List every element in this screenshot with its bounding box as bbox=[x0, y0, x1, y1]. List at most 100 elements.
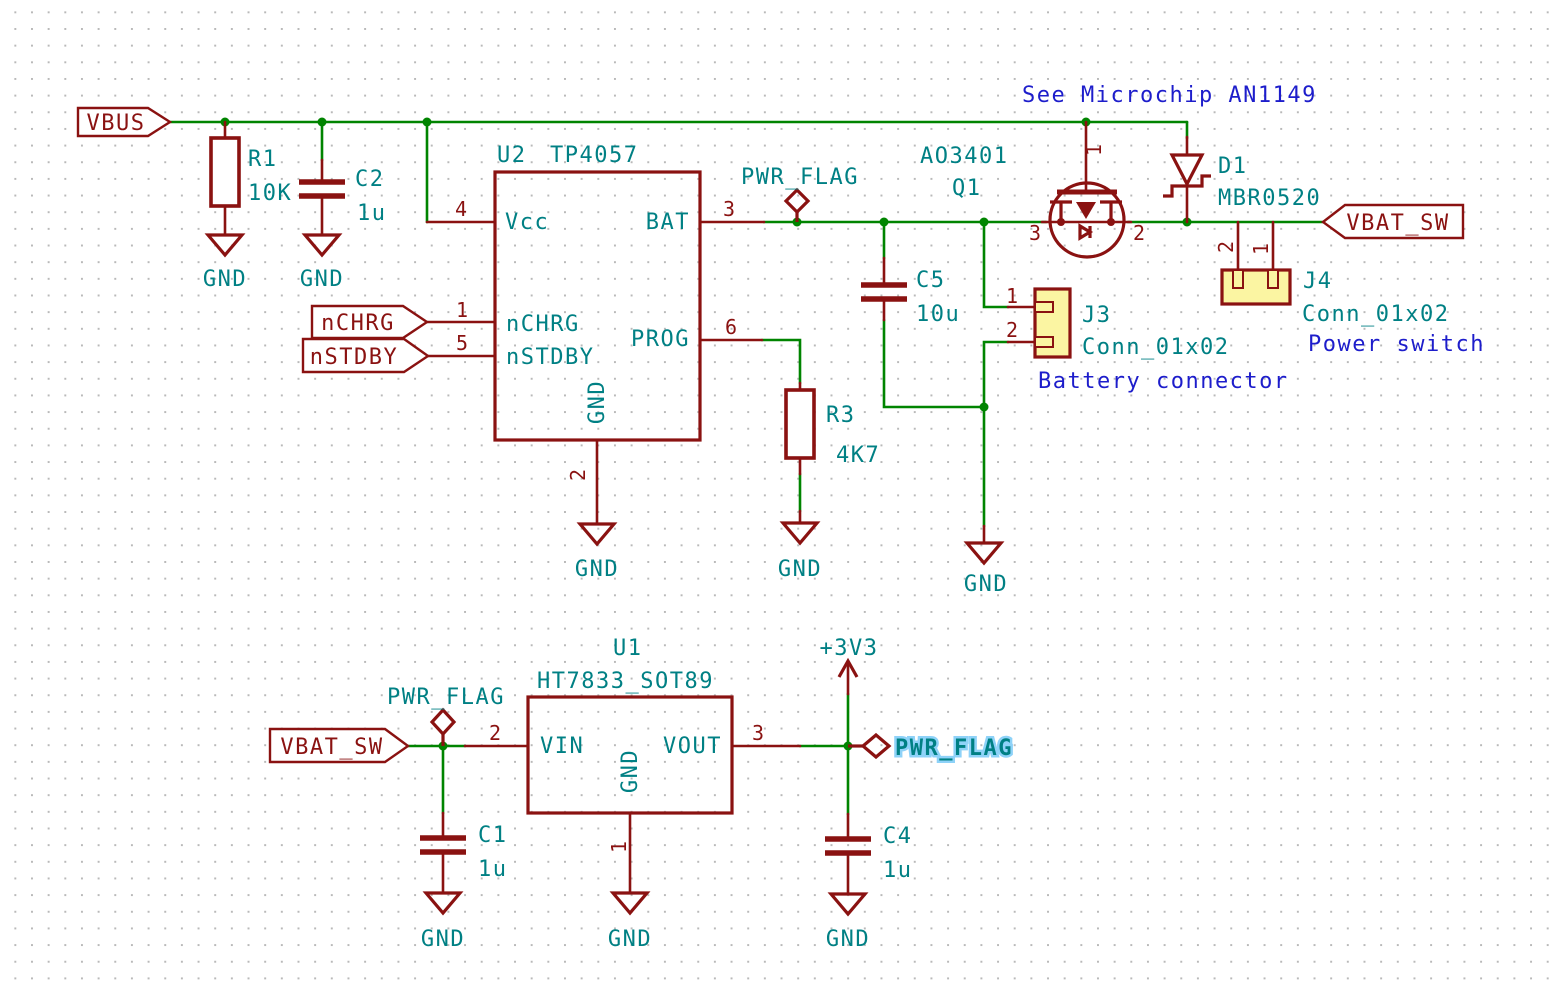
global-label-shape[interactable] bbox=[76, 106, 173, 138]
value[interactable]: Conn_01x02 bbox=[1082, 335, 1229, 360]
diode-d1[interactable]: D1 MBR0520 bbox=[1163, 135, 1321, 224]
value[interactable]: 1u bbox=[357, 201, 387, 226]
global-label-vbat-sw-top[interactable]: VBAT_SW bbox=[1320, 203, 1465, 240]
net-label[interactable]: nCHRG bbox=[321, 311, 395, 336]
ref-des[interactable]: J4 bbox=[1303, 269, 1333, 294]
value[interactable]: AO3401 bbox=[920, 144, 1008, 169]
ic-u1-ht7833[interactable]: U1 HT7833_SOT89 VIN VOUT GND 2 3 1 bbox=[463, 636, 802, 895]
value[interactable]: Conn_01x02 bbox=[1302, 302, 1449, 327]
flag-diamond[interactable] bbox=[860, 732, 892, 760]
global-label-shape[interactable] bbox=[310, 304, 430, 340]
ref-des[interactable]: U1 bbox=[613, 636, 643, 661]
body-arrow bbox=[1076, 202, 1096, 219]
flag-diamond[interactable] bbox=[783, 187, 811, 215]
gnd-symbol-r1[interactable]: GND bbox=[203, 233, 247, 292]
capacitor-c4[interactable]: C4 1u bbox=[825, 812, 913, 896]
pwr-flag-bottom-left[interactable]: PWR_FLAG bbox=[387, 685, 505, 746]
global-label-nchrg[interactable]: nCHRG bbox=[310, 304, 430, 340]
connector-j3[interactable]: 1 2 J3 Conn_01x02 bbox=[1006, 284, 1229, 360]
gnd-label: GND bbox=[608, 927, 652, 952]
net-label[interactable]: nSTDBY bbox=[310, 345, 398, 370]
ic-u2-tp4057[interactable]: U2 TP4057 Vcc BAT nCHRG nSTDBY PROG GND … bbox=[425, 143, 766, 526]
capacitor-c5[interactable]: C5 10u bbox=[861, 256, 960, 327]
capacitor-c2[interactable]: C2 1u bbox=[299, 158, 387, 237]
value[interactable]: 1u bbox=[883, 858, 913, 883]
global-label-shape[interactable] bbox=[1320, 203, 1465, 240]
value[interactable]: 4K7 bbox=[836, 443, 880, 468]
pwr-flag-label[interactable]: PWR_FLAG bbox=[387, 685, 505, 710]
gnd-symbol-j3[interactable]: GND bbox=[963, 524, 1008, 597]
net-label[interactable]: VBAT_SW bbox=[280, 735, 383, 760]
wires[interactable] bbox=[168, 120, 1325, 816]
pin-name-prog: PROG bbox=[631, 327, 690, 352]
capacitor-plates[interactable] bbox=[420, 835, 466, 855]
gnd-symbol-r3[interactable]: GND bbox=[778, 509, 822, 582]
note-battery-connector[interactable]: Battery connector bbox=[1038, 369, 1289, 394]
note-power-switch[interactable]: Power switch bbox=[1308, 332, 1485, 357]
gnd-triangle bbox=[422, 891, 464, 916]
value[interactable]: 10K bbox=[248, 181, 292, 206]
gnd-symbol-c1[interactable]: GND bbox=[421, 891, 465, 952]
pwr-flag-label[interactable]: PWR_FLAG bbox=[741, 165, 859, 190]
global-label-vbat-sw-bottom[interactable]: VBAT_SW bbox=[268, 727, 411, 764]
wire-j3-pin1[interactable] bbox=[982, 220, 1010, 309]
capacitor-plates[interactable] bbox=[861, 282, 907, 302]
resistor-body[interactable] bbox=[784, 388, 816, 460]
global-label-shape[interactable] bbox=[301, 337, 431, 374]
resistor-r1[interactable]: R1 10K bbox=[209, 120, 292, 237]
global-label-vbus[interactable]: VBUS bbox=[76, 106, 173, 138]
gnd-symbol-c4[interactable]: GND bbox=[826, 892, 870, 952]
diode-triangle[interactable] bbox=[1169, 153, 1205, 188]
connector-notch bbox=[1034, 336, 1054, 348]
body-diode-glyph bbox=[1078, 223, 1094, 241]
ref-des[interactable]: R1 bbox=[248, 147, 278, 172]
ref-des[interactable]: C5 bbox=[916, 268, 946, 293]
resistor-r3[interactable]: R3 4K7 bbox=[784, 381, 880, 476]
ref-des[interactable]: Q1 bbox=[952, 176, 982, 201]
value[interactable]: MBR0520 bbox=[1218, 186, 1321, 211]
flag-diamond[interactable] bbox=[429, 707, 457, 737]
global-label-shape[interactable] bbox=[268, 727, 411, 764]
net-label[interactable]: VBUS bbox=[87, 111, 146, 136]
ref-des[interactable]: R3 bbox=[826, 403, 856, 428]
value[interactable]: 10u bbox=[916, 302, 960, 327]
wire-prog-r3[interactable] bbox=[760, 338, 802, 385]
transistor-q1[interactable]: AO3401 Q1 1 3 2 bbox=[920, 120, 1145, 259]
capacitor-plates[interactable] bbox=[825, 836, 871, 856]
ref-des[interactable]: C4 bbox=[883, 824, 913, 849]
ref-des[interactable]: C1 bbox=[478, 823, 508, 848]
resistor-body[interactable] bbox=[209, 136, 241, 208]
ref-des[interactable]: U2 bbox=[497, 143, 527, 168]
pin-name-gnd: GND bbox=[585, 380, 610, 424]
value[interactable]: HT7833_SOT89 bbox=[537, 669, 714, 694]
wire-j3-pin2-gnd[interactable] bbox=[982, 340, 1010, 528]
note-an1149[interactable]: See Microchip AN1149 bbox=[1022, 83, 1317, 108]
value[interactable]: TP4057 bbox=[550, 143, 638, 168]
connector-j4[interactable]: 2 1 J4 Conn_01x02 bbox=[1214, 220, 1449, 327]
gnd-triangle bbox=[204, 233, 246, 258]
net-label[interactable]: VBAT_SW bbox=[1346, 211, 1449, 236]
ref-des[interactable]: D1 bbox=[1218, 154, 1248, 179]
ref-des[interactable]: J3 bbox=[1082, 303, 1112, 328]
power-label[interactable]: +3V3 bbox=[820, 636, 879, 661]
capacitor-plates[interactable] bbox=[299, 179, 345, 199]
power-symbol-3v3[interactable]: +3V3 bbox=[820, 636, 879, 696]
pwr-flag-label-highlighted[interactable]: PWR_FLAG bbox=[893, 734, 1014, 764]
contact-dot bbox=[1107, 218, 1115, 226]
wire-c5-bottom[interactable] bbox=[882, 318, 986, 409]
gnd-symbol-u1[interactable]: GND bbox=[608, 891, 652, 952]
junction bbox=[879, 217, 889, 227]
gnd-symbol-c2[interactable]: GND bbox=[300, 233, 344, 292]
pwr-flag-top[interactable]: PWR_FLAG bbox=[741, 165, 859, 222]
capacitor-c1[interactable]: C1 1u bbox=[420, 811, 508, 895]
pin-name-gnd: GND bbox=[618, 749, 643, 793]
value[interactable]: 1u bbox=[478, 857, 508, 882]
pin-number: 3 bbox=[723, 197, 735, 221]
gnd-label: GND bbox=[964, 572, 1008, 597]
pwr-flag-bottom-right[interactable]: PWR_FLAG bbox=[848, 732, 1014, 764]
gnd-symbol-u2[interactable]: GND bbox=[575, 522, 619, 582]
global-label-nstdby[interactable]: nSTDBY bbox=[301, 337, 431, 374]
pin-name-nchrg: nCHRG bbox=[506, 312, 580, 337]
ref-des[interactable]: C2 bbox=[355, 167, 385, 192]
